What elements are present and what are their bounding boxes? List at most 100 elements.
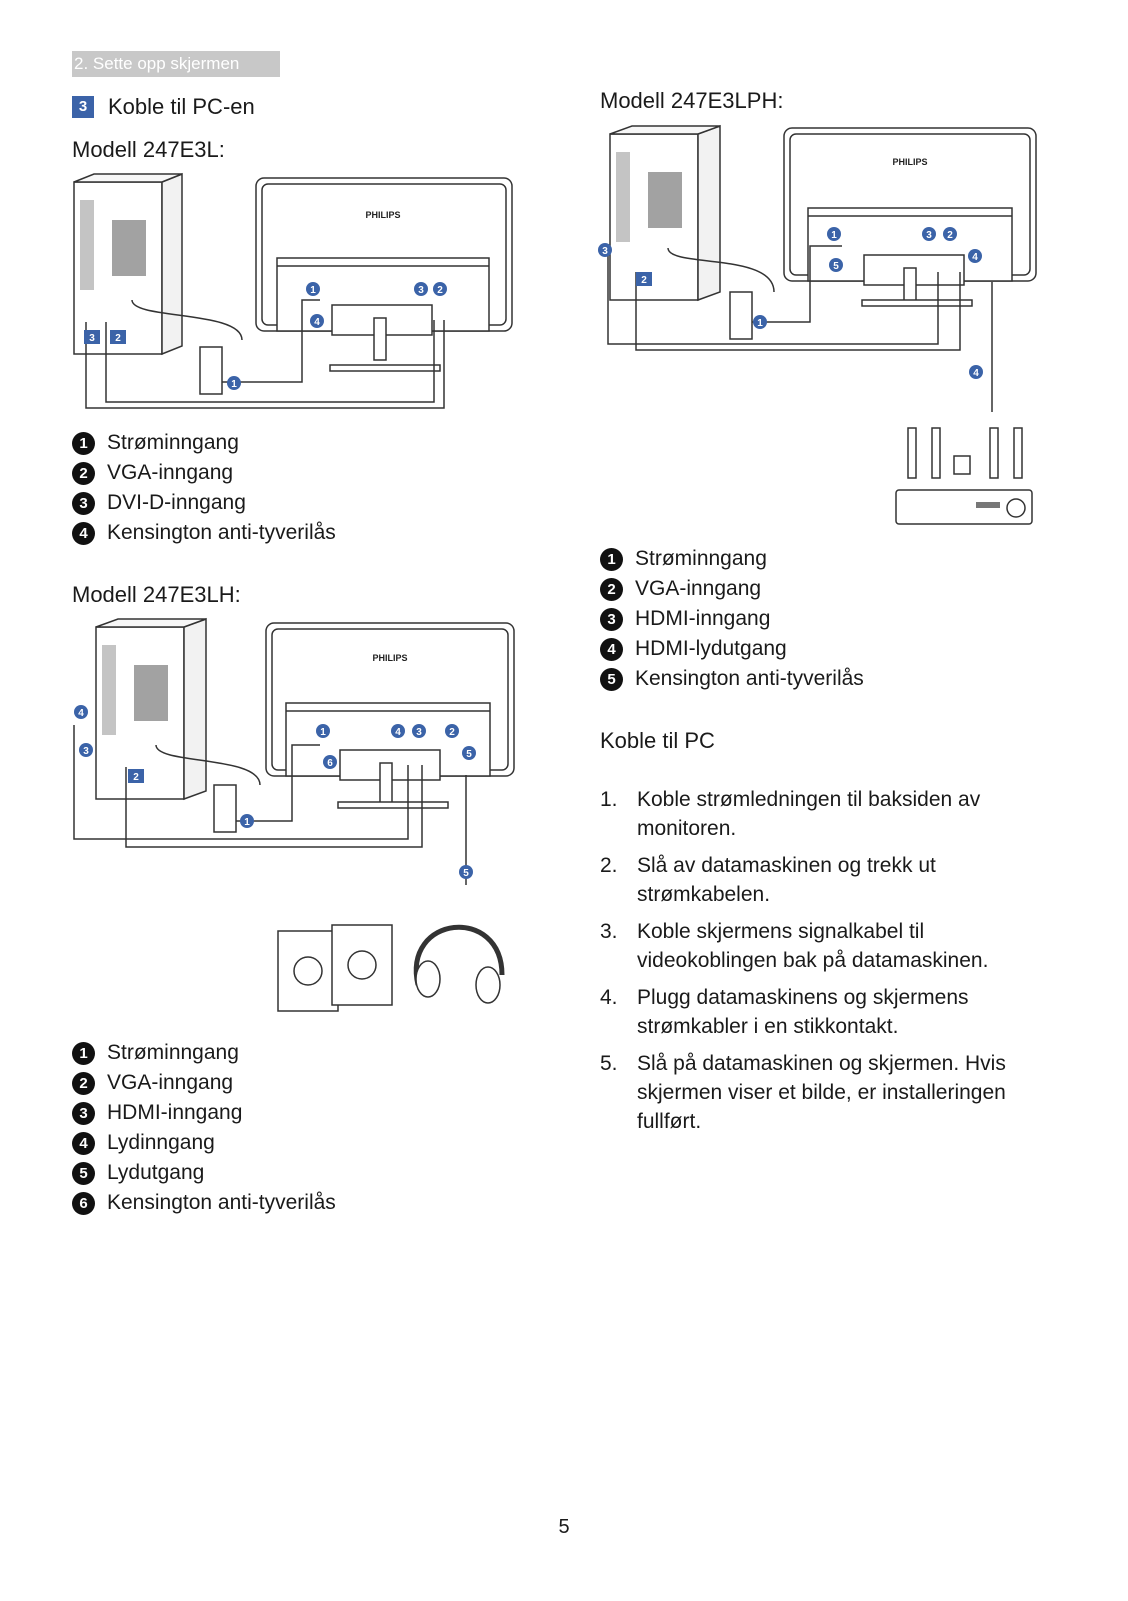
legend-item: 4 Kensington anti-tyverilås [72, 518, 336, 548]
step-text: Plugg datamaskinens og skjermens strømka… [637, 986, 969, 1038]
connection-diagram-247e3lph: PHILIPS 1 3 2 4 5 1 3 2 4 [598, 124, 1037, 525]
list-item: 3. Koble skjermens signalkabel til videok… [600, 917, 1040, 975]
list-item: 1. Koble strømledningen til baksiden av m… [600, 785, 1040, 843]
svg-text:5: 5 [466, 749, 472, 760]
step-num: 2. [600, 854, 618, 877]
svg-text:4: 4 [314, 317, 320, 328]
svg-text:1: 1 [244, 817, 250, 828]
svg-text:3: 3 [89, 333, 95, 344]
legend-label: Lydutgang [107, 1161, 205, 1184]
legend-label: Kensington anti-tyverilås [107, 521, 336, 544]
step-number-badge: 3 [72, 96, 94, 118]
legend-item: 1 Strøminngang [72, 1038, 336, 1068]
svg-text:1: 1 [320, 727, 326, 738]
badge: 6 [72, 1191, 95, 1215]
svg-text:2: 2 [115, 333, 121, 344]
step-num: 3. [600, 920, 618, 943]
badge: 4 [72, 1131, 95, 1155]
legend-247e3l: 1 Strøminngang 2 VGA-inngang 3 DVI-D-inngan… [72, 428, 336, 548]
legend-label: Strøminngang [635, 547, 767, 570]
svg-text:3: 3 [602, 246, 608, 257]
badge: 4 [72, 521, 95, 545]
legend-label: VGA-inngang [635, 577, 762, 600]
model-247e3lh-heading: Modell 247E3LH: [72, 582, 241, 607]
legend-label: Lydinngang [107, 1131, 215, 1154]
legend-item: 4 Lydinngang [72, 1128, 336, 1158]
legend-label: DVI-D-inngang [107, 491, 246, 514]
legend-label: VGA-inngang [107, 1071, 234, 1094]
svg-text:1: 1 [310, 285, 316, 296]
connect-pc-heading: Koble til PC [600, 728, 715, 753]
badge: 3 [72, 1101, 95, 1125]
svg-text:1: 1 [231, 379, 237, 390]
svg-text:5: 5 [833, 261, 839, 272]
svg-text:2: 2 [947, 230, 953, 241]
badge: 1 [600, 547, 623, 571]
legend-item: 1 Strøminngang [600, 544, 864, 574]
legend-label: Strøminngang [107, 431, 239, 454]
section-tab: 2. Sette opp skjermen [72, 51, 280, 77]
step-text: Slå på datamaskinen og skjermen. Hvis sk… [637, 1052, 1006, 1133]
badge: 2 [72, 1071, 95, 1095]
step-heading: 3 Koble til PC-en [72, 94, 255, 120]
list-item: 5. Slå på datamaskinen og skjermen. Hvis … [600, 1049, 1040, 1136]
badge: 5 [600, 667, 623, 691]
legend-item: 2 VGA-inngang [72, 1068, 336, 1098]
svg-text:3: 3 [418, 285, 424, 296]
svg-text:4: 4 [78, 708, 84, 719]
badge: 3 [72, 491, 95, 515]
legend-item: 6 Kensington anti-tyverilås [72, 1188, 336, 1218]
legend-label: HDMI-inngang [635, 607, 771, 630]
monitor-brand-label: PHILIPS [365, 210, 400, 220]
list-item: 4.Plugg datamaskinens og skjermens strøm… [600, 983, 1040, 1041]
svg-text:2: 2 [641, 275, 647, 286]
svg-text:3: 3 [926, 230, 932, 241]
legend-item: 2 VGA-inngang [600, 574, 864, 604]
badge: 3 [600, 607, 623, 631]
svg-text:4: 4 [972, 252, 978, 263]
step-text: Koble skjermens signalkabel til videokob… [637, 920, 989, 972]
legend-label: Strøminngang [107, 1041, 239, 1064]
model-247e3lph-heading: Modell 247E3LPH: [600, 88, 784, 113]
badge: 5 [72, 1161, 95, 1185]
badge: 2 [72, 461, 95, 485]
legend-label: VGA-inngang [107, 461, 234, 484]
badge: 4 [600, 637, 623, 661]
legend-item: 1 Strøminngang [72, 428, 336, 458]
svg-text:4: 4 [973, 368, 979, 379]
monitor-brand-label: PHILIPS [372, 653, 407, 663]
badge: 1 [72, 431, 95, 455]
svg-text:6: 6 [327, 758, 333, 769]
legend-item: 2 VGA-inngang [72, 458, 336, 488]
legend-247e3lph: 1 Strøminngang 2 VGA-inngang 3 HDMI-inngang… [600, 544, 864, 694]
legend-item: 3 HDMI-inngang [600, 604, 864, 634]
legend-item: 5 Lydutgang [72, 1158, 336, 1188]
legend-item: 5 Kensington anti-tyverilås [600, 664, 864, 694]
svg-text:1: 1 [757, 318, 763, 329]
badge: 1 [72, 1041, 95, 1065]
connect-steps-list: 1. Koble strømledningen til baksiden av m… [600, 785, 1040, 1144]
svg-text:1: 1 [831, 230, 837, 241]
svg-text:2: 2 [449, 727, 455, 738]
page-number: 5 [558, 1516, 570, 1538]
svg-text:5: 5 [463, 868, 469, 879]
monitor-brand-label: PHILIPS [892, 157, 927, 167]
legend-label: Kensington anti-tyverilås [107, 1191, 336, 1214]
svg-text:2: 2 [437, 285, 443, 296]
connection-diagram-247e3l: PHILIPS 1 3 2 4 1 3 2 [73, 172, 513, 409]
step-text: Koble strømledningen til baksiden av mon… [637, 788, 981, 840]
svg-text:2: 2 [133, 772, 139, 783]
step-title: Koble til PC-en [108, 94, 255, 119]
model-247e3l-heading: Modell 247E3L: [72, 137, 225, 162]
badge: 2 [600, 577, 623, 601]
legend-label: Kensington anti-tyverilås [635, 667, 864, 690]
svg-text:3: 3 [83, 746, 89, 757]
step-text: Slå av datamaskinen og trekk ut strømkab… [637, 854, 936, 906]
step-num: 1. [600, 788, 618, 811]
legend-item: 3 DVI-D-inngang [72, 488, 336, 518]
list-item: 2. Slå av datamaskinen og trekk ut strømk… [600, 851, 1040, 909]
step-num: 5. [600, 1052, 618, 1075]
